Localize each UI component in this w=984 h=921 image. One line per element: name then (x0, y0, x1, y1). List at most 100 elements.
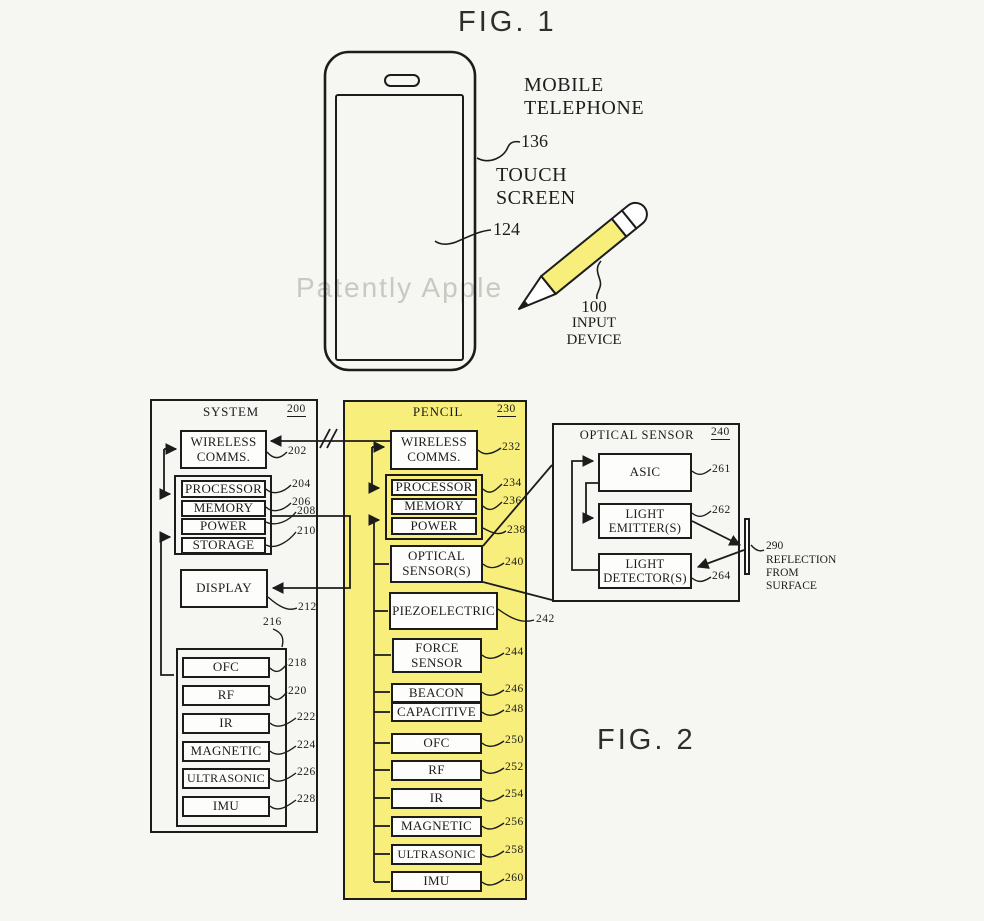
system-wireless-line1: WIRELESS (190, 433, 257, 449)
ref-224: 224 (297, 739, 316, 751)
ref-204: 204 (292, 478, 311, 490)
watermark: Patently Apple (296, 272, 504, 303)
pencil-block-wireless-comms: WIRELESS COMMS. (390, 430, 478, 470)
detail-block-light-emitter: LIGHT EMITTER(S) (598, 503, 692, 539)
pencil-block-optical-sensor: OPTICAL SENSOR(S) (390, 545, 483, 583)
touch-screen-line1: TOUCH (496, 164, 568, 186)
pencil-block-magnetic: MAGNETIC (391, 816, 482, 837)
optical-sensor-detail-title: OPTICAL SENSOR (579, 428, 695, 442)
reflection-line2: FROM (766, 567, 799, 579)
pencil-title: PENCIL (412, 404, 464, 419)
pencil-block-ofc: OFC (391, 733, 482, 754)
ref-261: 261 (712, 463, 731, 475)
pencil-block-rf: RF (391, 760, 482, 781)
pencil-block-memory: MEMORY (391, 498, 477, 515)
ref-260: 260 (505, 872, 524, 884)
fig2-title: FIG. 2 (597, 724, 696, 756)
mobile-telephone-drawing (323, 50, 477, 372)
ref-124: 124 (493, 219, 520, 239)
ref-212: 212 (298, 601, 317, 613)
system-sensor-group (176, 648, 287, 827)
pencil-optical-line1: OPTICAL (408, 548, 465, 564)
pencil-block-capacitive: CAPACITIVE (391, 702, 482, 722)
ref-232: 232 (502, 441, 521, 453)
system-wireless-line2: COMMS. (196, 448, 251, 464)
input-device-label: INPUT DEVICE (558, 315, 630, 349)
pencil-block-beacon: BEACON (391, 683, 482, 703)
touch-screen-label: TOUCH SCREEN (496, 164, 576, 210)
ref-210: 210 (297, 525, 316, 537)
system-block-ofc: OFC (182, 657, 270, 678)
input-device-line2: DEVICE (566, 332, 622, 348)
ref-290: 290 (766, 540, 784, 552)
ref-218: 218 (288, 657, 307, 669)
pencil-block-ultrasonic: ULTRASONIC (391, 844, 482, 865)
ref-206: 206 (292, 496, 311, 508)
input-device-line1: INPUT (571, 315, 617, 331)
ref-244: 244 (505, 646, 524, 658)
ref-228: 228 (297, 793, 316, 805)
ref-254: 254 (505, 788, 524, 800)
ref-216: 216 (263, 616, 282, 628)
reflective-surface-bar (744, 518, 750, 575)
system-block-wireless-comms: WIRELESS COMMS. (180, 430, 267, 469)
fig1-title: FIG. 1 (458, 6, 557, 38)
reflection-line3: SURFACE (766, 580, 817, 592)
system-block-ultrasonic: ULTRASONIC (182, 768, 270, 789)
ref-240-detail: 240 (711, 426, 730, 440)
mobile-telephone-label: MOBILE TELEPHONE (524, 74, 644, 120)
system-title: SYSTEM (202, 404, 260, 419)
pencil-block-imu: IMU (391, 871, 482, 892)
pencil-core-group (385, 474, 483, 540)
ref-202: 202 (288, 445, 307, 457)
ref-246: 246 (505, 683, 524, 695)
detector-line2: DETECTOR(S) (603, 571, 687, 585)
pencil-block-processor: PROCESSOR (391, 479, 477, 496)
emitter-line1: LIGHT (625, 507, 665, 521)
ref-222: 222 (297, 711, 316, 723)
system-block-processor: PROCESSOR (181, 480, 266, 498)
system-block-power: POWER (181, 518, 266, 535)
system-block-memory: MEMORY (181, 500, 266, 517)
system-block-display: DISPLAY (180, 569, 268, 608)
system-block-imu: IMU (182, 796, 270, 817)
pencil-force-line1: FORCE (415, 639, 459, 655)
mobile-telephone-line2: TELEPHONE (524, 97, 645, 119)
ref-250: 250 (505, 734, 524, 746)
system-block-ir: IR (182, 713, 270, 734)
ref-226: 226 (297, 766, 316, 778)
optical-sensor-detail-box (552, 423, 740, 602)
ref-238: 238 (507, 524, 526, 536)
reflection-line1: REFLECTION (766, 554, 837, 566)
ref-240-pencil: 240 (505, 556, 524, 568)
ref-242: 242 (536, 613, 555, 625)
pencil-wireless-line1: WIRELESS (401, 434, 467, 450)
ref-100: 100 (581, 297, 607, 316)
detector-line1: LIGHT (625, 557, 665, 571)
ref-248: 248 (505, 703, 524, 715)
mobile-telephone-line1: MOBILE (524, 74, 604, 96)
touch-screen-line2: SCREEN (496, 187, 576, 209)
ref-200: 200 (287, 403, 306, 417)
ref-236: 236 (503, 495, 522, 507)
pencil-wireless-line2: COMMS. (407, 449, 461, 464)
ref-208: 208 (297, 505, 316, 517)
ref-264: 264 (712, 570, 731, 582)
detail-block-asic: ASIC (598, 453, 692, 492)
ref-220: 220 (288, 685, 307, 697)
ref-256: 256 (505, 816, 524, 828)
ref-258: 258 (505, 844, 524, 856)
ref-262: 262 (712, 504, 731, 516)
pencil-block-ir: IR (391, 788, 482, 809)
ref-230: 230 (497, 403, 516, 417)
ref-252: 252 (505, 761, 524, 773)
pencil-force-line2: SENSOR (411, 654, 463, 670)
system-box (150, 399, 318, 833)
system-block-magnetic: MAGNETIC (182, 741, 270, 762)
emitter-line2: EMITTER(S) (608, 521, 682, 535)
system-block-storage: STORAGE (181, 537, 266, 554)
system-block-rf: RF (182, 685, 270, 706)
pencil-block-power: POWER (391, 517, 477, 535)
pencil-block-force-sensor: FORCE SENSOR (392, 638, 482, 673)
